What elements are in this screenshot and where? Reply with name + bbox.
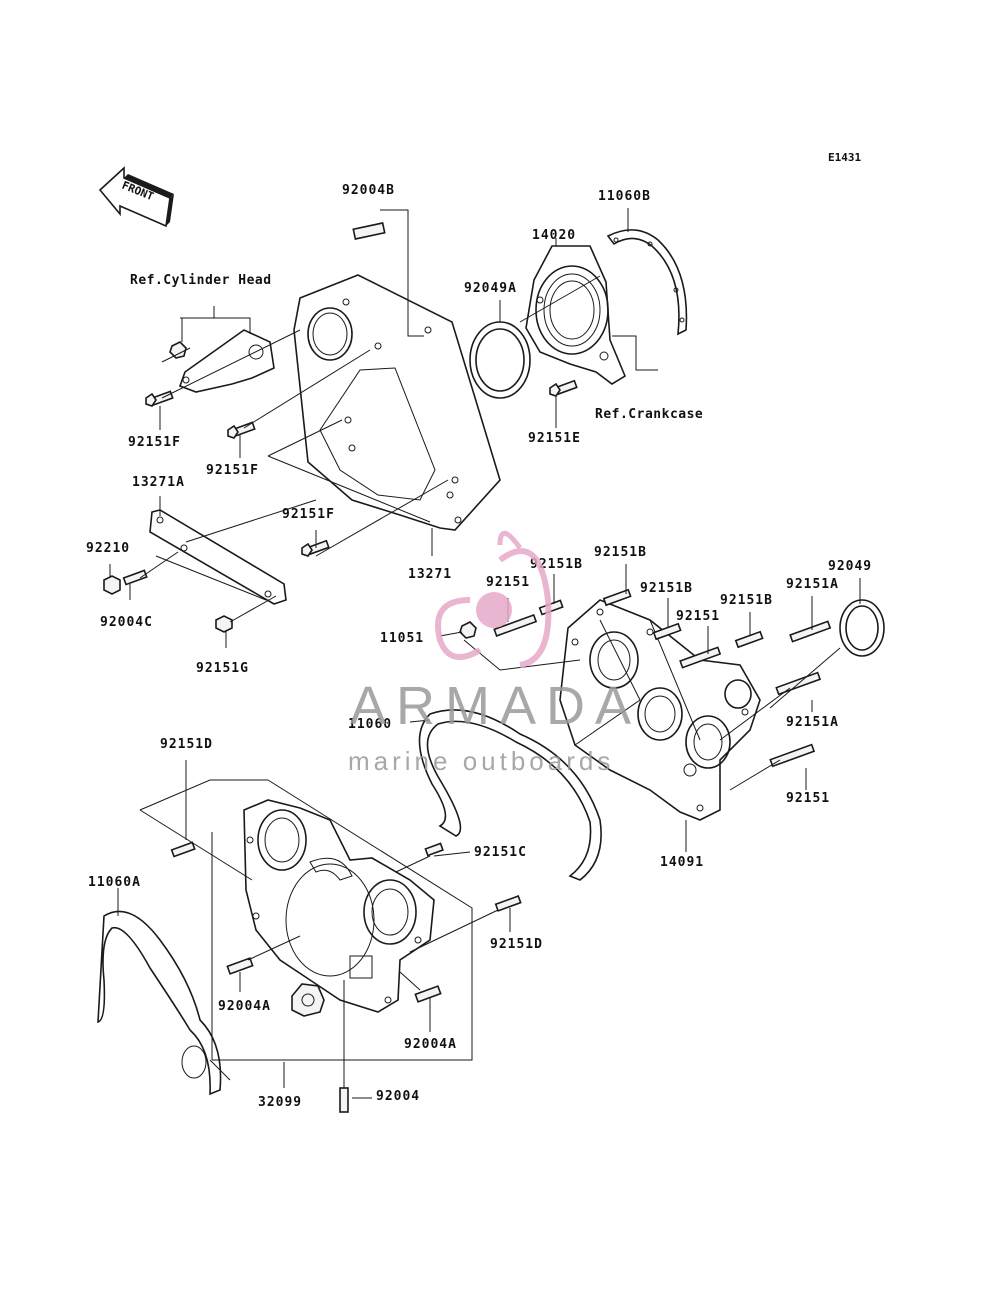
oil-seal-92049 bbox=[839, 599, 885, 657]
label-92004: 92004 bbox=[376, 1089, 420, 1104]
oil-seal-92049A bbox=[469, 321, 531, 399]
label-92151B-d: 92151B bbox=[720, 593, 773, 608]
label-92004A-b: 92004A bbox=[404, 1037, 457, 1052]
oil-pump-rotor bbox=[291, 983, 325, 1017]
stud-92004C bbox=[122, 569, 148, 586]
label-92151G: 92151G bbox=[196, 661, 249, 676]
bolt-92151F-a bbox=[145, 390, 174, 407]
label-13271: 13271 bbox=[408, 567, 452, 582]
gasket-11060 bbox=[418, 709, 602, 881]
label-92151D-b: 92151D bbox=[490, 937, 543, 952]
watermark-name: ARMADA bbox=[350, 676, 641, 736]
bolt-92151G bbox=[215, 615, 233, 633]
bolt-92004B bbox=[352, 222, 386, 240]
label-11060B: 11060B bbox=[598, 189, 651, 204]
label-92210: 92210 bbox=[86, 541, 130, 556]
front-cover-32099 bbox=[243, 799, 435, 1013]
watermark-tagline: marine outboards bbox=[348, 746, 614, 776]
label-92004C: 92004C bbox=[100, 615, 153, 630]
gasket-11060A bbox=[97, 910, 222, 1096]
bolt-92151D-b bbox=[494, 895, 522, 912]
label-92049: 92049 bbox=[828, 559, 872, 574]
diagram-code: E1431 bbox=[828, 151, 861, 164]
label-14091: 14091 bbox=[660, 855, 704, 870]
label-92151C: 92151C bbox=[474, 845, 527, 860]
label-11060A: 11060A bbox=[88, 875, 141, 890]
label-92151A-b: 92151A bbox=[786, 715, 839, 730]
bolt-92151C bbox=[424, 842, 444, 857]
label-92151F-c: 92151F bbox=[282, 507, 335, 522]
label-92151E: 92151E bbox=[528, 431, 581, 446]
label-92151D-a: 92151D bbox=[160, 737, 213, 752]
cylinder-head-bracket bbox=[169, 329, 275, 393]
bolt-92151F-b bbox=[227, 421, 256, 439]
stud-92004 bbox=[339, 1087, 349, 1113]
bearing-holder-14020 bbox=[525, 245, 627, 385]
bolt-92151D-a bbox=[170, 841, 196, 858]
label-32099: 32099 bbox=[258, 1095, 302, 1110]
watermark: ARMADA marine outboards bbox=[348, 530, 641, 776]
label-92151-c: 92151 bbox=[786, 791, 830, 806]
front-arrow-icon: FRONT bbox=[98, 166, 174, 228]
label-92151A-a: 92151A bbox=[786, 577, 839, 592]
label-92151B-c: 92151B bbox=[640, 581, 693, 596]
label-92151F-a: 92151F bbox=[128, 435, 181, 450]
gasket-11060B bbox=[606, 229, 688, 336]
bolt-92151B-d bbox=[734, 630, 764, 649]
dowel-11051 bbox=[459, 621, 477, 639]
stud-92004A-a bbox=[226, 957, 254, 975]
bolt-92151-a bbox=[493, 613, 538, 637]
gear-case-14091 bbox=[559, 599, 761, 821]
label-11051: 11051 bbox=[380, 631, 424, 646]
nut-92210 bbox=[103, 575, 121, 595]
bolt-92151-c bbox=[769, 743, 816, 768]
label-92151F-b: 92151F bbox=[206, 463, 259, 478]
gasket-plate-13271 bbox=[293, 274, 501, 531]
ref-cylinder-head-label: Ref.Cylinder Head bbox=[130, 273, 272, 288]
label-92151-a: 92151 bbox=[486, 575, 530, 590]
label-92004B: 92004B bbox=[342, 183, 395, 198]
label-13271A: 13271A bbox=[132, 475, 185, 490]
ref-crankcase-label: Ref.Crankcase bbox=[595, 407, 703, 422]
label-92049A: 92049A bbox=[464, 281, 517, 296]
label-11060: 11060 bbox=[348, 717, 392, 732]
label-92151B-a: 92151B bbox=[594, 545, 647, 560]
label-92151-b: 92151 bbox=[676, 609, 720, 624]
bolt-92151E bbox=[549, 379, 578, 397]
bolt-92151F-c bbox=[301, 539, 330, 557]
watermark-logo-icon bbox=[435, 530, 552, 668]
label-14020: 14020 bbox=[532, 228, 576, 243]
bolt-92151B-c bbox=[652, 622, 682, 641]
label-92004A-a: 92004A bbox=[218, 999, 271, 1014]
stud-92004A-b bbox=[414, 985, 442, 1003]
leader-lines bbox=[109, 208, 861, 1099]
bolt-92151A-a bbox=[789, 620, 832, 643]
bolt-92151B-b bbox=[602, 588, 632, 607]
bolt-92151-b bbox=[679, 646, 722, 669]
